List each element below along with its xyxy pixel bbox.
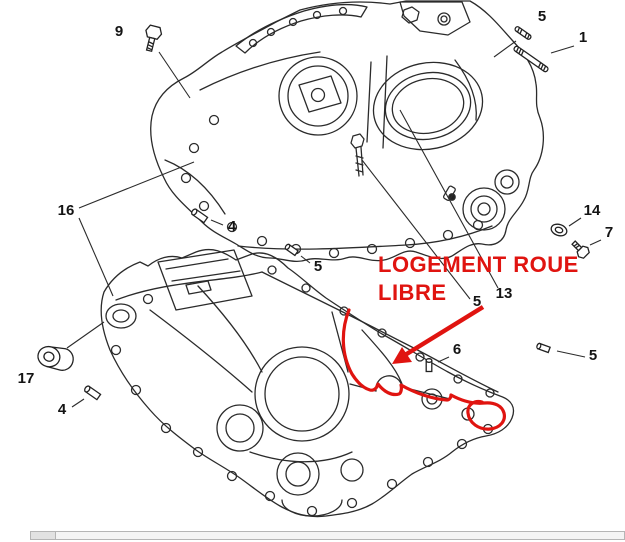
pin-small-icon <box>284 243 300 257</box>
callout-leader-line <box>568 217 582 227</box>
stud-long-icon <box>513 45 549 73</box>
callout-leader-line <box>437 356 450 363</box>
annotation-arrow-head <box>392 347 412 364</box>
part-number-5: 5 <box>589 347 597 364</box>
pin-small-icon <box>425 358 433 373</box>
gasket-strip-drawing <box>235 4 368 54</box>
scrollbar-thumb[interactable] <box>31 532 56 539</box>
callout-leader-line <box>71 398 85 408</box>
callout-leader-line <box>399 109 499 289</box>
part-number-7: 7 <box>605 224 613 241</box>
part-number-4: 4 <box>228 218 237 235</box>
callout-leader-line <box>158 51 191 99</box>
part-number-5: 5 <box>314 258 322 275</box>
part-number-4: 4 <box>58 401 67 418</box>
callout-leader-line <box>589 239 602 246</box>
part-number-5: 5 <box>473 293 481 310</box>
part-number-1: 1 <box>579 29 587 46</box>
callout-leader-line <box>550 45 575 54</box>
part-number-5: 5 <box>538 8 546 25</box>
part-number-17: 17 <box>18 370 35 387</box>
callout-leader-line <box>493 40 517 58</box>
freewheel-housing-outline <box>341 308 506 431</box>
pin-icon <box>191 208 209 224</box>
callout-leader-line <box>210 219 224 226</box>
screw-icon <box>571 240 590 259</box>
callout-leader-line <box>556 350 586 358</box>
part-number-6: 6 <box>453 341 461 358</box>
annotation-text-line2: LIBRE <box>378 280 447 305</box>
callout-leader-line <box>300 255 311 264</box>
callout-leader-line <box>66 321 105 349</box>
annotation-text-line1: LOGEMENT ROUE <box>378 252 579 277</box>
pin-icon <box>84 385 102 401</box>
part-number-9: 9 <box>115 23 123 40</box>
part-number-16: 16 <box>58 202 75 219</box>
callout-leader-line <box>78 217 114 297</box>
upper-crankcase-drawing <box>150 0 545 263</box>
horizontal-scrollbar[interactable] <box>30 531 625 540</box>
lower-crankcase-drawing <box>100 248 515 518</box>
callout-leader-line <box>78 161 195 209</box>
engine-crankcase-drawing <box>100 0 545 518</box>
pin-small-icon <box>536 342 551 354</box>
washer-icon <box>550 223 568 237</box>
callout-layer: 9 5 1 16 4 5 147 13 5 6 5 17 4 <box>18 8 614 418</box>
freewheel-highlight: LOGEMENT ROUE LIBRE <box>341 252 579 431</box>
bolt-icon <box>145 24 163 53</box>
callout-leader-line <box>361 159 471 300</box>
part-number-14: 14 <box>584 202 601 219</box>
stud-small-icon <box>514 26 532 40</box>
annotation-arrow-line <box>403 305 485 357</box>
bushing-icon <box>37 345 74 371</box>
part-number-13: 13 <box>496 285 513 302</box>
